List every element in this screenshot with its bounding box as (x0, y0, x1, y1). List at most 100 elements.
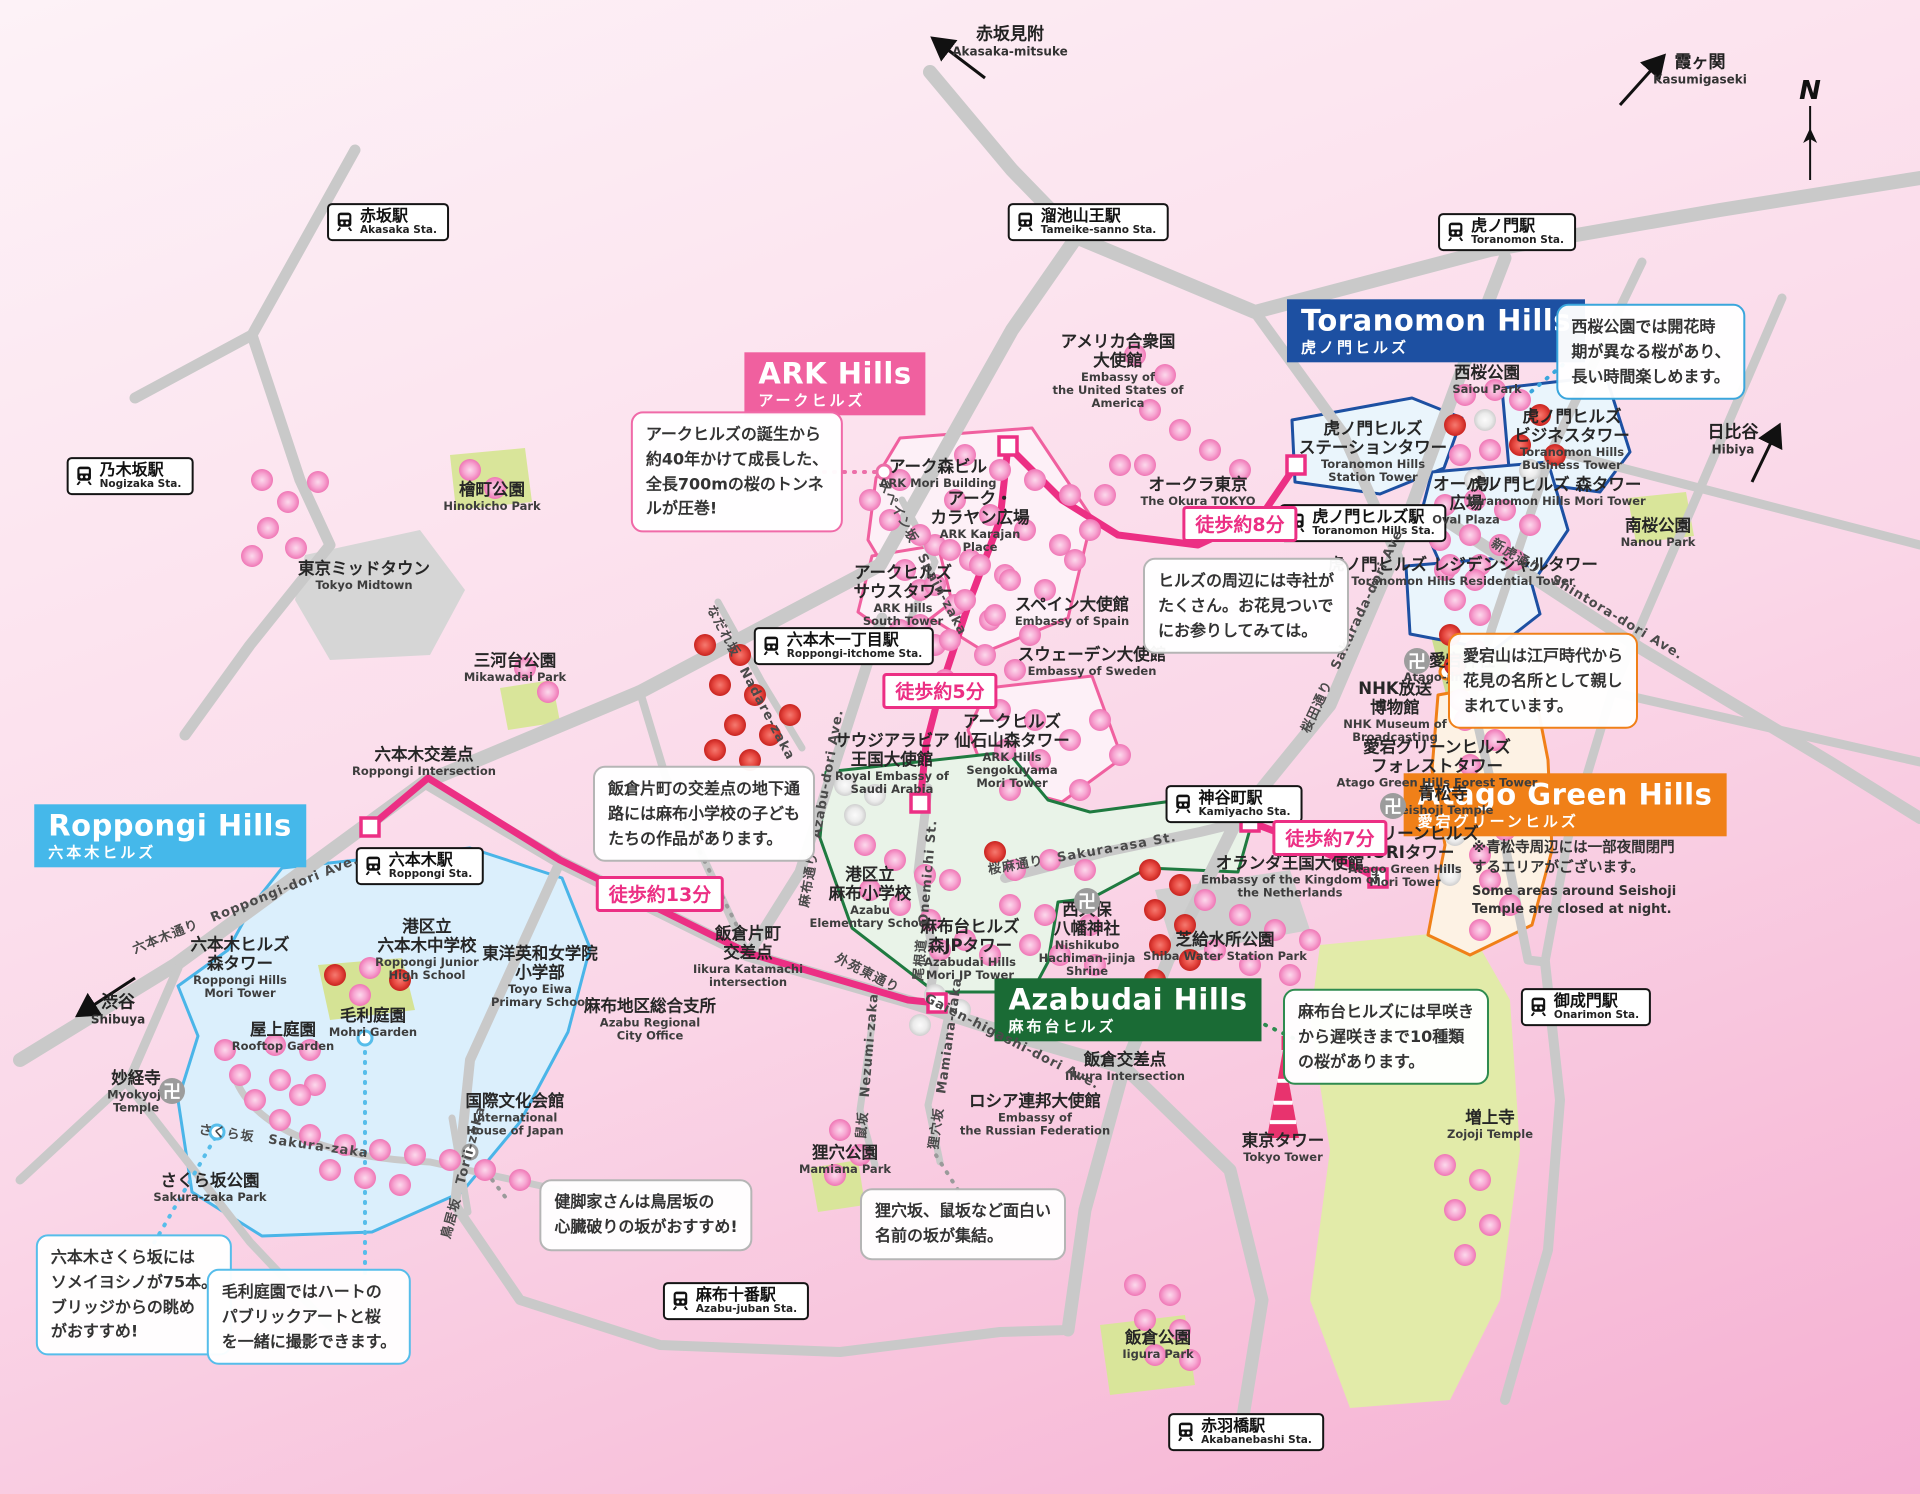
region-name-jp: アークヒルズ (758, 391, 866, 410)
callout-torii-callout: 健脚家さんは鳥居坂の心臓破りの坂がおすすめ! (539, 1179, 753, 1251)
place-name-jp: 東洋英和女学院小学部 (482, 943, 598, 982)
place-name-jp: 国際文化会館 (465, 1091, 565, 1111)
station-name-jp: 六本木駅 (388, 850, 453, 870)
walk-badge-walk-8min: 徒歩約8分 (1182, 506, 1298, 542)
place-name-jp: 飯倉交差点 (1083, 1049, 1167, 1069)
place-name-en: Mikawadai Park (463, 669, 567, 684)
callout-atago-callout: 愛宕山は江戸時代から花見の名所として親しまれています。 (1447, 632, 1639, 730)
temple-icon: 卍 (1404, 648, 1430, 674)
station-name-jp: 乃木坂駅 (99, 460, 164, 480)
place-name-en: Toranomon Hills Residential Tower (1351, 573, 1575, 588)
station-name-en: Azabu-juban Sta. (695, 1302, 798, 1315)
place-name-en: Zojoji Temple (1446, 1126, 1534, 1141)
train-icon (76, 467, 92, 486)
callout-shrines-callout: ヒルズの周辺には寺社がたくさん。お花見ついでにお参りしてみては。 (1142, 557, 1350, 655)
place-name-jp: 妙経寺 (111, 1068, 161, 1088)
direction-name-jp: 赤坂見附 (976, 24, 1044, 45)
direction-name-jp: 渋谷 (100, 992, 135, 1013)
place-name-en: Saiou Park (1452, 381, 1522, 396)
place-name-jp: 檜町公園 (458, 479, 525, 499)
place-name-jp: 飯倉片町交差点 (714, 923, 781, 962)
place-name-jp: 六本木ヒルズ森タワー (190, 934, 290, 973)
train-icon (365, 857, 381, 876)
station-name-jp: 溜池山王駅 (1040, 206, 1121, 226)
temple-icon: 卍 (1380, 793, 1406, 819)
direction-name-jp: 日比谷 (1707, 422, 1759, 443)
place-name-jp: アメリカ合衆国大使館 (1060, 332, 1176, 371)
station-name-jp: 六本木一丁目駅 (786, 630, 899, 650)
place-name-jp: 東京タワー (1241, 1130, 1325, 1150)
place-name-jp: 三河台公園 (473, 650, 557, 670)
station-name-en: Akasaka Sta. (360, 223, 437, 236)
street-label: なだれ坂 Nadare-zaka (702, 602, 798, 763)
station-name-en: Nogizaka Sta. (99, 477, 182, 490)
place-name-jp: アーク森ビル (888, 456, 987, 476)
direction-name-en: Akasaka-mitsuke (952, 43, 1068, 58)
place-name-en: Embassy of Spain (1014, 613, 1130, 628)
place-name-jp: 芝給水所公園 (1175, 929, 1275, 949)
place-name-en: ARK Mori Building (879, 475, 997, 490)
place-name-jp: 毛利庭園 (340, 1005, 406, 1025)
place-name-jp: さくら坂公園 (160, 1170, 260, 1190)
place-name-en: Mamiana Park (798, 1161, 892, 1176)
place-name-en: Tokyo Midtown (315, 577, 413, 592)
place-name-en: Toranomon Hills Mori Tower (1466, 493, 1646, 508)
place-name-jp: オークラ東京 (1148, 474, 1248, 494)
place-name-jp: スウェーデン大使館 (1017, 644, 1167, 664)
direction-name-en: Kasumigaseki (1653, 71, 1747, 86)
station-name-jp: 虎ノ門ヒルズ駅 (1312, 507, 1425, 527)
walk-badge-walk-7min: 徒歩約7分 (1272, 820, 1388, 856)
place-name-jp: 麻布地区総合支所 (584, 996, 716, 1016)
place-name-jp: オランダ王国大使館 (1215, 853, 1365, 873)
place-name-en: Iigura Park (1122, 1346, 1194, 1361)
place-name-en: Shiba Water Station Park (1143, 948, 1307, 963)
place-name-jp: 虎ノ門ヒルズ レジデンシャルタワー (1328, 554, 1598, 574)
place-name-en: Iikura Intersection (1065, 1068, 1185, 1083)
station-name-jp: 虎ノ門駅 (1471, 216, 1536, 236)
place-name-jp: 虎ノ門ヒルズビジネスタワー (1514, 406, 1630, 445)
station-name-en: Toranomon Sta. (1471, 233, 1564, 246)
place-name-jp: サウジアラビア王国大使館 (834, 730, 950, 769)
station-name-en: Toranomon Hills Sta. (1312, 524, 1435, 537)
compass-letter: N (1799, 76, 1821, 106)
direction-name-en: Hibiya (1711, 441, 1755, 456)
